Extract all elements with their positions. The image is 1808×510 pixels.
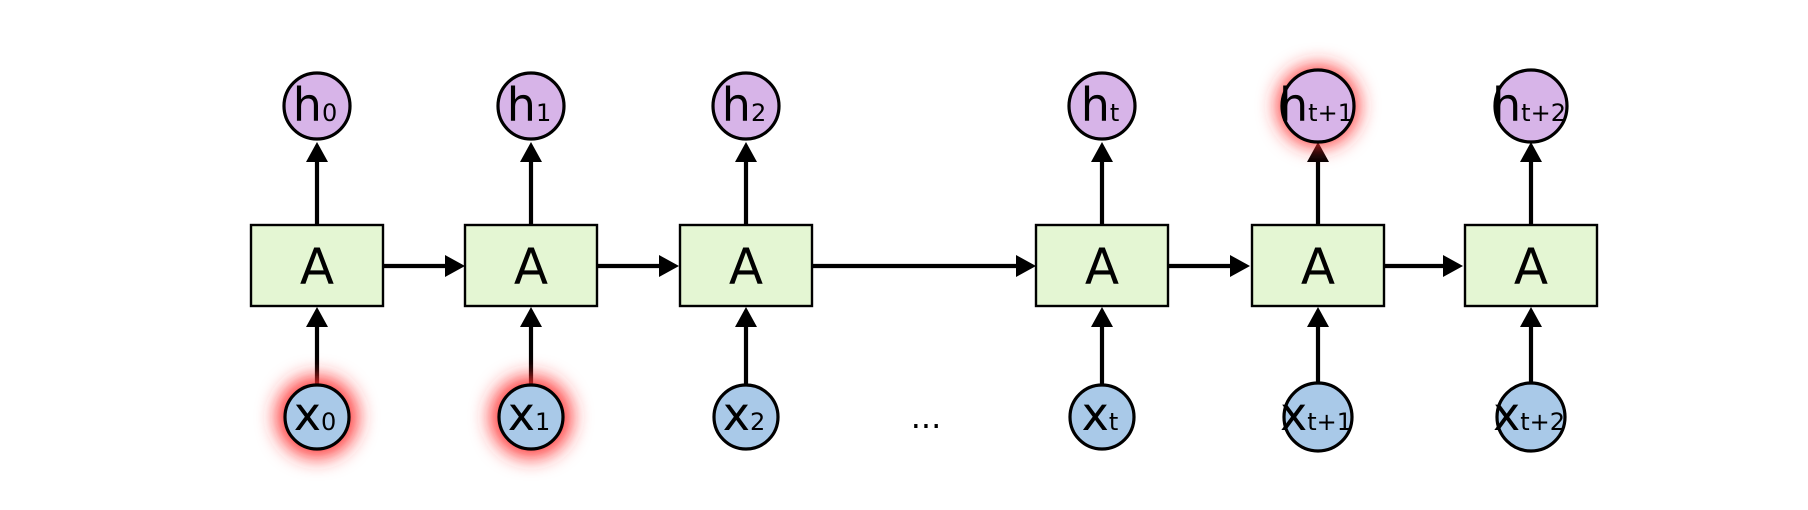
input-subscript-3: t xyxy=(1109,408,1118,436)
input-symbol-3: x xyxy=(1082,387,1109,441)
input-arrowhead-3 xyxy=(1091,307,1113,327)
input-node-label-5: xt+2 xyxy=(1493,387,1565,441)
output-arrowhead-3 xyxy=(1091,142,1113,162)
recurrent-arrowhead-0-1 xyxy=(445,255,465,277)
rnn-cell-3 xyxy=(1034,223,1170,308)
cell-label-2: A xyxy=(729,238,763,296)
input-subscript-1: 1 xyxy=(535,408,550,436)
input-arrowhead-4 xyxy=(1307,307,1329,327)
input-node-2 xyxy=(712,383,780,451)
input-node-label-4: xt+1 xyxy=(1280,387,1352,441)
rnn-cell-4 xyxy=(1250,223,1386,308)
output-subscript-5: t+2 xyxy=(1521,99,1566,127)
input-node-0 xyxy=(283,383,351,451)
timestep-t-plus-2: A ht+2 xt+2 xyxy=(1463,68,1599,453)
recurrent-arrowhead-t-t1 xyxy=(1230,255,1250,277)
input-subscript-4: t+1 xyxy=(1307,408,1352,436)
output-symbol-2: h xyxy=(722,78,751,132)
output-node-label-1: h1 xyxy=(507,78,551,132)
output-node-label-2: h2 xyxy=(722,78,766,132)
cell-label-3: A xyxy=(1085,238,1119,296)
cell-label-5: A xyxy=(1514,238,1548,296)
output-node-4 xyxy=(1280,68,1356,144)
output-symbol-5: h xyxy=(1492,78,1521,132)
recurrent-edges xyxy=(383,255,1463,277)
output-node-5 xyxy=(1493,68,1569,144)
input-node-label-1: x1 xyxy=(508,387,551,441)
output-node-1 xyxy=(496,71,566,141)
output-node-2 xyxy=(711,71,781,141)
input-node-label-0: x0 xyxy=(294,387,337,441)
rnn-cell-0 xyxy=(249,223,385,308)
input-arrowhead-2 xyxy=(735,307,757,327)
rnn-cell-5 xyxy=(1463,223,1599,308)
output-node-0 xyxy=(282,71,352,141)
output-symbol-0: h xyxy=(293,78,322,132)
timestep-1: A h1 x1 xyxy=(463,71,599,457)
input-node-4 xyxy=(1282,381,1354,453)
input-symbol-1: x xyxy=(508,387,535,441)
output-arrowhead-0 xyxy=(306,142,328,162)
input-subscript-5: t+2 xyxy=(1520,408,1565,436)
output-subscript-1: 1 xyxy=(536,99,551,127)
input-symbol-2: x xyxy=(723,387,750,441)
timestep-t: A ht xt xyxy=(1034,71,1170,451)
input-symbol-0: x xyxy=(294,387,321,441)
input-node-label-2: x2 xyxy=(723,387,766,441)
cell-label-1: A xyxy=(514,238,548,296)
output-subscript-2: 2 xyxy=(751,99,766,127)
rnn-cell-2 xyxy=(678,223,814,308)
output-arrowhead-4 xyxy=(1307,142,1329,162)
input-node-label-3: xt xyxy=(1082,387,1119,441)
recurrent-arrowhead-2-t xyxy=(1016,255,1036,277)
input-arrowhead-5 xyxy=(1520,307,1542,327)
output-arrowhead-2 xyxy=(735,142,757,162)
output-subscript-0: 0 xyxy=(322,99,337,127)
input-node-5 xyxy=(1495,381,1567,453)
output-node-label-3: ht xyxy=(1081,78,1120,132)
input-node-3 xyxy=(1068,383,1136,451)
output-symbol-3: h xyxy=(1081,78,1110,132)
cell-label-0: A xyxy=(300,238,334,296)
output-node-3 xyxy=(1067,71,1137,141)
sequence-ellipsis: ... xyxy=(911,398,942,436)
output-symbol-4: h xyxy=(1279,78,1308,132)
timestep-0: A h0 x0 xyxy=(249,71,385,457)
input-subscript-0: 0 xyxy=(321,408,336,436)
input-subscript-2: 2 xyxy=(750,408,765,436)
recurrent-arrowhead-t1-t2 xyxy=(1443,255,1463,277)
output-subscript-4: t+1 xyxy=(1308,99,1353,127)
output-node-label-5: ht+2 xyxy=(1492,78,1566,132)
cell-label-4: A xyxy=(1301,238,1335,296)
input-arrowhead-0 xyxy=(306,307,328,327)
timestep-t-plus-1: A ht+1 xt+1 xyxy=(1250,66,1386,453)
input-node-1 xyxy=(497,383,565,451)
input-arrowhead-1 xyxy=(520,307,542,327)
input-symbol-5: x xyxy=(1493,387,1520,441)
output-node-label-4: ht+1 xyxy=(1279,78,1353,132)
output-arrowhead-1 xyxy=(520,142,542,162)
output-subscript-3: t xyxy=(1110,99,1119,127)
output-symbol-1: h xyxy=(507,78,536,132)
input-symbol-4: x xyxy=(1280,387,1307,441)
output-arrowhead-5 xyxy=(1520,142,1542,162)
recurrent-arrowhead-1-2 xyxy=(659,255,679,277)
output-node-label-0: h0 xyxy=(293,78,337,132)
timestep-2: A h2 x2 xyxy=(678,71,814,451)
rnn-cell-1 xyxy=(463,223,599,308)
